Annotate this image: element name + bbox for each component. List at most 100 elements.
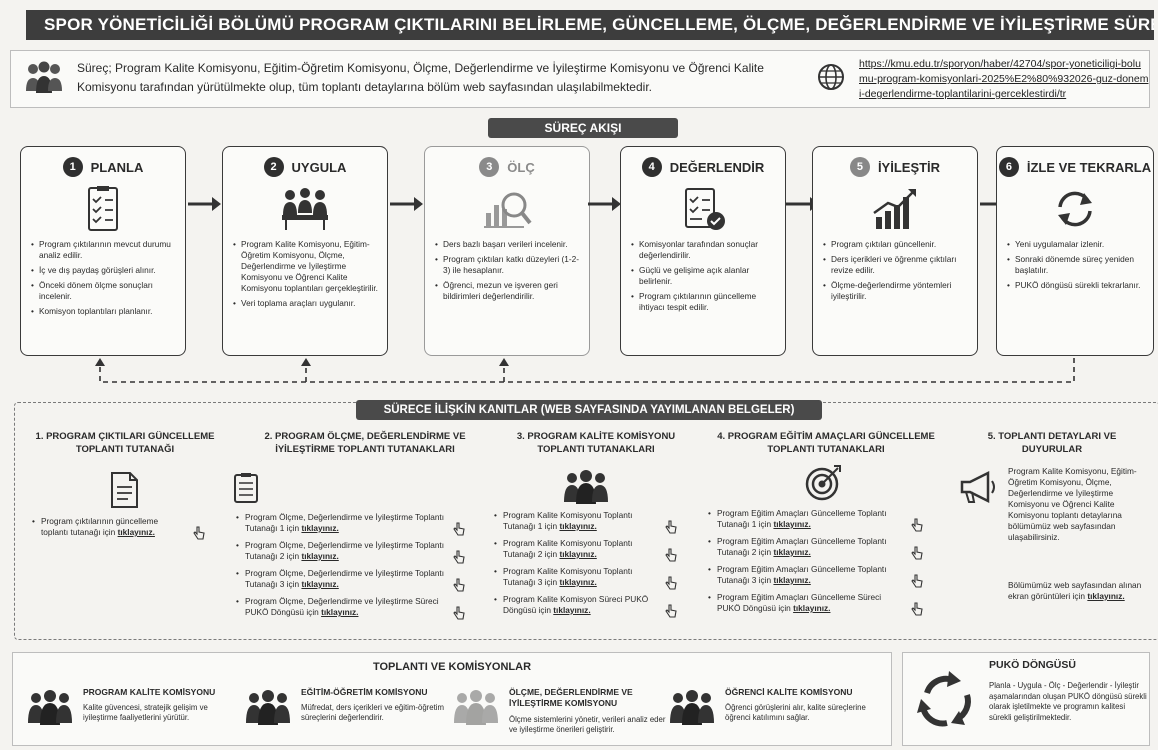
growth-chart-icon: [873, 189, 916, 229]
step-item: Program çıktılarının mevcut durumu anali…: [31, 239, 177, 261]
cursor-hand-icon[interactable]: [910, 546, 924, 560]
evidence-item: Program Kalite Komisyonu Toplantı Tutana…: [494, 510, 664, 532]
team-icon: [670, 690, 714, 725]
step-number: 3: [479, 157, 500, 177]
cursor-hand-icon[interactable]: [664, 604, 678, 618]
arrow-right-icon: [390, 197, 423, 211]
puko-title: PUKÖ DÖNGÜSÜ: [989, 659, 1076, 671]
evidence-item: Program Kalite Komisyonu Toplantı Tutana…: [494, 538, 664, 560]
evidence-column-3: 3. PROGRAM KALİTE KOMİSYONU TOPLANTI TUT…: [496, 430, 696, 456]
committee-education: EĞİTİM-ÖĞRETİM KOMİSYONU Müfredat, ders …: [245, 685, 457, 741]
evidence-item: Program Eğitim Amaçları Güncelleme Topla…: [708, 536, 904, 558]
team-icon: [28, 690, 72, 725]
step-item: Program çıktıları katkı düzeyleri (1-2-3…: [435, 254, 581, 276]
step-title: DEĞERLENDİR: [669, 159, 765, 175]
click-link[interactable]: tıklayınız.: [559, 549, 597, 559]
step-item: Program çıktılarının güncelleme ihtiyacı…: [631, 291, 777, 313]
cursor-hand-icon[interactable]: [452, 550, 466, 564]
step-item: Öğrenci, mezun ve işveren geri bildiriml…: [435, 280, 581, 302]
step-item: İç ve dış paydaş görüşleri alınır.: [31, 265, 177, 276]
screenshot-note: Bölümümüz web sayfasından alınan ekran g…: [1008, 580, 1142, 601]
evidence-title: 2. PROGRAM ÖLÇME, DEĞERLENDİRME VE İYİLE…: [264, 431, 466, 455]
evidence-list: Program Eğitim Amaçları Güncelleme Topla…: [708, 508, 904, 620]
cursor-hand-icon[interactable]: [452, 606, 466, 620]
step-title: UYGULA: [291, 159, 347, 175]
department-web-link[interactable]: https://kmu.edu.tr/sporyon/haber/42704/s…: [859, 58, 1149, 100]
evidence-item: Program Ölçme, Değerlendirme ve İyileşti…: [236, 540, 446, 562]
evidence-item: Program Ölçme, Değerlendirme ve İyileşti…: [236, 512, 446, 534]
evidence-title: 3. PROGRAM KALİTE KOMİSYONU TOPLANTI TUT…: [516, 431, 676, 455]
step-item: PUKÖ döngüsü sürekli tekrarlanır.: [1007, 280, 1145, 291]
cycle-arrows-icon: [917, 671, 971, 727]
evidence-item: Program Kalite Komisyonu Toplantı Tutana…: [494, 566, 664, 588]
team-icon: [564, 470, 608, 504]
evidence-title: 4. PROGRAM EĞİTİM AMAÇLARI GÜNCELLEME TO…: [717, 431, 935, 455]
evidence-column-1: 1. PROGRAM ÇIKTILARI GÜNCELLEME TOPLANTI…: [30, 430, 220, 456]
cursor-hand-icon[interactable]: [452, 578, 466, 592]
click-link[interactable]: tıklayınız.: [1087, 591, 1125, 601]
cursor-hand-icon[interactable]: [664, 548, 678, 562]
step-item: Ders bazlı başarı verileri incelenir.: [435, 239, 581, 250]
feedback-loop-connector: [95, 358, 1075, 383]
cursor-hand-icon[interactable]: [452, 522, 466, 536]
step-item: Komisyon toplantıları planlanır.: [31, 306, 177, 317]
click-link[interactable]: tıklayınız.: [793, 603, 831, 613]
committee-description: Ölçme sistemlerini yönetir, verileri ana…: [509, 715, 666, 734]
cursor-hand-icon[interactable]: [192, 526, 206, 540]
cursor-hand-icon[interactable]: [910, 518, 924, 532]
committee-name: ÖLÇME, DEĞERLENDİRME VE İYİLEŞTİRME KOMİ…: [509, 687, 633, 708]
cursor-hand-icon[interactable]: [910, 602, 924, 616]
announcement-text: Program Kalite Komisyonu, Eğitim-Öğretim…: [1008, 466, 1137, 542]
evidence-column-5: 5. TOPLANTI DETAYLARI VE DUYURULAR: [962, 430, 1142, 456]
step-item: Ders içerikleri ve öğrenme çıktıları rev…: [823, 254, 969, 276]
evidence-title: 1. PROGRAM ÇIKTILARI GÜNCELLEME TOPLANTI…: [35, 431, 215, 455]
click-link[interactable]: tıklayınız.: [553, 605, 591, 615]
people-icon: [26, 61, 62, 93]
committee-name: EĞİTİM-ÖĞRETİM KOMİSYONU: [301, 687, 428, 697]
click-link[interactable]: tıklayınız.: [117, 527, 155, 537]
click-link[interactable]: tıklayınız.: [301, 551, 339, 561]
step-title: İYİLEŞTİR: [877, 159, 941, 175]
committee-description: Kalite güvencesi, stratejik gelişim ve i…: [83, 703, 208, 722]
arrow-right-icon: [188, 197, 221, 211]
evidence-item: Program Kalite Komisyon Süreci PUKÖ Döng…: [494, 594, 664, 616]
evaluate-icon: [685, 188, 725, 230]
evidence-list: Program çıktılarının güncelleme toplantı…: [32, 516, 182, 544]
cursor-hand-icon[interactable]: [910, 574, 924, 588]
arrow-right-icon: [588, 197, 621, 211]
step-number: 2: [263, 157, 284, 177]
committee-program-quality: PROGRAM KALİTE KOMİSYONU Kalite güvences…: [27, 685, 239, 741]
cursor-hand-icon[interactable]: [664, 520, 678, 534]
checklist-icon: [234, 473, 258, 503]
click-link[interactable]: tıklayınız.: [301, 579, 339, 589]
megaphone-icon: [960, 470, 995, 504]
click-link[interactable]: tıklayınız.: [773, 575, 811, 585]
committees-title: TOPLANTI VE KOMİSYONLAR: [372, 661, 532, 673]
click-link[interactable]: tıklayınız.: [773, 547, 811, 557]
cursor-hand-icon[interactable]: [664, 576, 678, 590]
step-item: Program Kalite Komisyonu, Eğitim-Öğretim…: [233, 239, 379, 294]
click-link[interactable]: tıklayınız.: [301, 523, 339, 533]
process-flow-label: SÜREÇ AKIŞI: [488, 118, 678, 138]
step-number: 6: [998, 157, 1019, 177]
evidence-item: Program Eğitim Amaçları Güncelleme Topla…: [708, 564, 904, 586]
evidence-column-4: 4. PROGRAM EĞİTİM AMAÇLARI GÜNCELLEME TO…: [716, 430, 936, 456]
page-title: SPOR YÖNETİCİLİĞİ BÖLÜMÜ PROGRAM ÇIKTILA…: [26, 10, 1154, 40]
click-link[interactable]: tıklayınız.: [321, 607, 359, 617]
evidence-item: Program Ölçme, Değerlendirme ve İyileşti…: [236, 568, 446, 590]
step-item: Ölçme-değerlendirme yöntemleri iyileştir…: [823, 280, 969, 302]
puko-panel: PUKÖ DÖNGÜSÜ Planla - Uygula - Ölç - Değ…: [902, 652, 1150, 746]
step-item: Sonraki dönemde süreç yeniden başlatılır…: [1007, 254, 1145, 276]
click-link[interactable]: tıklayınız.: [773, 519, 811, 529]
step-title: PLANLA: [90, 159, 144, 175]
committee-measurement: ÖLÇME, DEĞERLENDİRME VE İYİLEŞTİRME KOMİ…: [453, 685, 665, 741]
step-title: İZLE VE TEKRARLA: [1026, 159, 1152, 175]
committee-name: ÖĞRENCİ KALİTE KOMİSYONU: [725, 687, 853, 697]
click-link[interactable]: tıklayınız.: [559, 521, 597, 531]
click-link[interactable]: tıklayınız.: [559, 577, 597, 587]
committee-name: PROGRAM KALİTE KOMİSYONU: [83, 687, 216, 697]
